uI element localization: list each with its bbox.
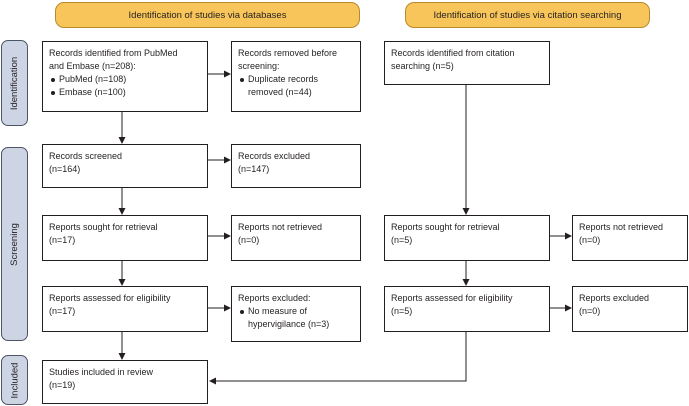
box-text: (n=5) — [391, 306, 413, 316]
citation-header-label: Identification of studies via citation s… — [433, 9, 622, 21]
box-cit-reports-excluded: Reports excluded (n=0) — [572, 286, 688, 332]
box-text: Reports assessed for eligibility — [391, 293, 513, 303]
arrow-cit-assessed-to-included — [209, 332, 467, 385]
box-text: Records removed before — [238, 48, 338, 58]
bullet-item-cont: hypervigilance (n=3) — [248, 319, 330, 329]
databases-header: Identification of studies via databases — [55, 2, 360, 28]
bullet-item: No measure of — [238, 305, 354, 318]
phase-screening: Screening — [1, 147, 28, 341]
box-text: Reports assessed for eligibility — [49, 293, 171, 303]
box-text: (n=17) — [49, 306, 76, 316]
box-text: Reports sought for retrieval — [391, 222, 500, 232]
box-db-assessed: Reports assessed for eligibility (n=17) — [42, 286, 208, 332]
bullet-item: Embase (n=100) — [49, 86, 201, 99]
box-db-identified: Records identified from PubMed and Embas… — [42, 41, 208, 112]
box-db-not-retrieved: Reports not retrieved (n=0) — [231, 215, 361, 261]
box-cit-identified: Records identified from citation searchi… — [384, 41, 550, 85]
box-text: Reports sought for retrieval — [49, 222, 158, 232]
box-text: (n=164) — [49, 164, 81, 174]
box-included: Studies included in review (n=19) — [42, 360, 208, 404]
box-text: (n=0) — [238, 235, 260, 245]
box-text: (n=0) — [579, 235, 601, 245]
box-excluded: Records excluded (n=147) — [231, 144, 361, 188]
box-text: (n=17) — [49, 235, 76, 245]
box-text: Reports excluded — [579, 293, 650, 303]
box-cit-assessed: Reports assessed for eligibility (n=5) — [384, 286, 550, 332]
bullet-item: Duplicate records — [238, 73, 354, 86]
box-text: Records screened — [49, 151, 123, 161]
box-db-reports-excluded: Reports excluded: No measure of hypervig… — [231, 286, 361, 342]
box-text: and Embase (n=208): — [49, 61, 136, 71]
box-text: Records identified from PubMed — [49, 48, 178, 58]
databases-header-label: Identification of studies via databases — [128, 9, 287, 21]
phase-identification: Identification — [1, 40, 28, 126]
box-text: screening: — [238, 61, 280, 71]
box-cit-not-retrieved: Reports not retrieved (n=0) — [572, 215, 688, 261]
box-text: Records identified from citation — [391, 48, 515, 58]
box-text: Reports not retrieved — [579, 222, 664, 232]
box-text: Records excluded — [238, 151, 311, 161]
phase-included: Included — [1, 355, 28, 405]
box-text: (n=147) — [238, 164, 270, 174]
box-text: Reports not retrieved — [238, 222, 323, 232]
box-text: Reports excluded: — [238, 293, 311, 303]
box-text: (n=19) — [49, 380, 76, 390]
bullet-item: PubMed (n=108) — [49, 73, 201, 86]
box-text: searching (n=5) — [391, 61, 454, 71]
box-db-sought: Reports sought for retrieval (n=17) — [42, 215, 208, 261]
box-text: (n=0) — [579, 306, 601, 316]
box-cit-sought: Reports sought for retrieval (n=5) — [384, 215, 550, 261]
box-db-removed: Records removed before screening: Duplic… — [231, 41, 361, 112]
bullet-item-cont: removed (n=44) — [248, 87, 312, 97]
box-text: (n=5) — [391, 235, 413, 245]
box-screened: Records screened (n=164) — [42, 144, 208, 188]
citation-header: Identification of studies via citation s… — [405, 2, 650, 28]
box-text: Studies included in review — [49, 367, 154, 377]
